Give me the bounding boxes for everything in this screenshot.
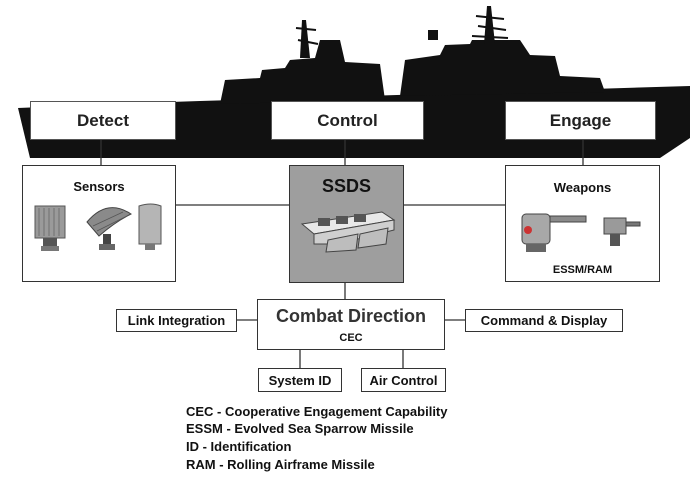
- control-box: Control: [271, 101, 424, 140]
- legend-line: ESSM - Evolved Sea Sparrow Missile: [186, 421, 414, 436]
- detect-label: Detect: [77, 110, 129, 130]
- combat-direction-box: Combat Direction CEC: [257, 299, 445, 350]
- launcher-icons: [521, 213, 641, 252]
- engage-box: Engage: [505, 101, 656, 140]
- sensors-panel: Sensors: [22, 165, 176, 282]
- air-control-label: Air Control: [369, 372, 438, 388]
- weapons-caption: ESSM/RAM: [552, 264, 613, 276]
- detect-box: Detect: [30, 101, 176, 140]
- command-display-label: Command & Display: [480, 313, 608, 328]
- legend-line: CEC - Cooperative Engagement Capability: [186, 404, 448, 419]
- radar-icons: [34, 203, 162, 251]
- system-id-label: System ID: [268, 372, 332, 388]
- legend-line: RAM - Rolling Airframe Missile: [186, 457, 375, 472]
- command-display-box: Command & Display: [465, 309, 623, 332]
- sensors-title: Sensors: [73, 179, 125, 194]
- legend-line: ID - Identification: [186, 439, 292, 454]
- link-integration-label: Link Integration: [127, 313, 226, 328]
- console-icon: [300, 211, 396, 253]
- combat-direction-title: Combat Direction: [275, 306, 426, 326]
- system-id-box: System ID: [258, 368, 342, 392]
- weapons-title: Weapons: [553, 180, 612, 195]
- air-control-box: Air Control: [361, 368, 446, 392]
- ssds-title: SSDS: [321, 176, 372, 196]
- engage-label: Engage: [549, 110, 612, 130]
- ssds-panel: SSDS: [289, 165, 404, 283]
- connector-lines: [100, 140, 584, 368]
- control-label: Control: [317, 110, 378, 130]
- link-integration-box: Link Integration: [116, 309, 237, 332]
- weapons-panel: Weapons ESSM/RAM: [505, 165, 660, 282]
- combat-direction-subtitle: CEC: [339, 332, 363, 344]
